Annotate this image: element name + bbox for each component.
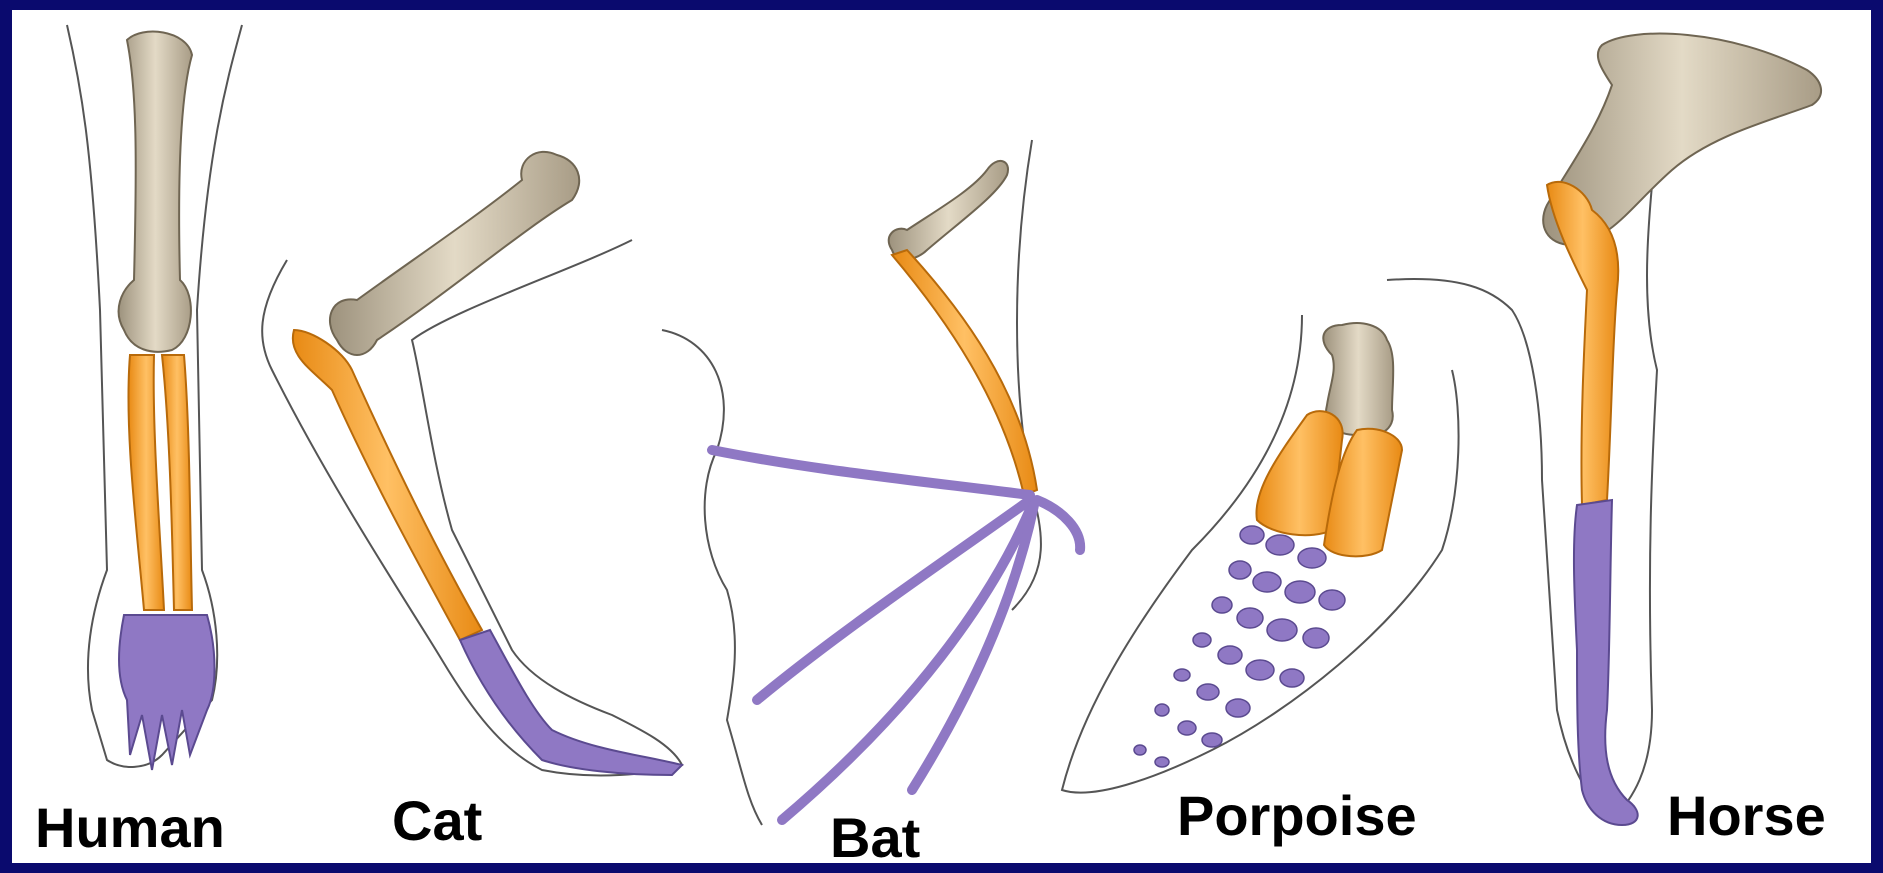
porpoise-limb [1062,315,1459,793]
horse-limb [1387,34,1821,825]
human-ulna [162,355,192,610]
bat-finger-bones [712,450,1080,820]
label-horse: Horse [1667,788,1826,844]
human-humerus [119,32,192,352]
label-bat: Bat [830,810,920,863]
porpoise-digit-bones [1134,526,1345,767]
human-hand [119,615,214,770]
homologous-limbs-illustration [12,10,1871,863]
cat-leg-outline [262,240,682,775]
cat-humerus [330,152,579,355]
horse-cannon-and-hoof [1574,500,1638,825]
cat-radius-ulna [293,330,482,640]
bat-humerus [889,161,1008,260]
bat-wing-outline [662,140,1041,825]
label-porpoise: Porpoise [1177,788,1417,844]
bat-limb [662,140,1080,825]
diagram-frame: Human Cat Bat Porpoise Horse [12,10,1871,863]
cat-paw [460,630,682,775]
label-human: Human [35,800,225,856]
cat-limb [262,152,682,776]
label-cat: Cat [392,793,482,849]
bat-radius [892,250,1037,495]
human-limb [67,25,242,770]
porpoise-flipper-outline [1062,315,1459,793]
human-radius [128,355,164,610]
